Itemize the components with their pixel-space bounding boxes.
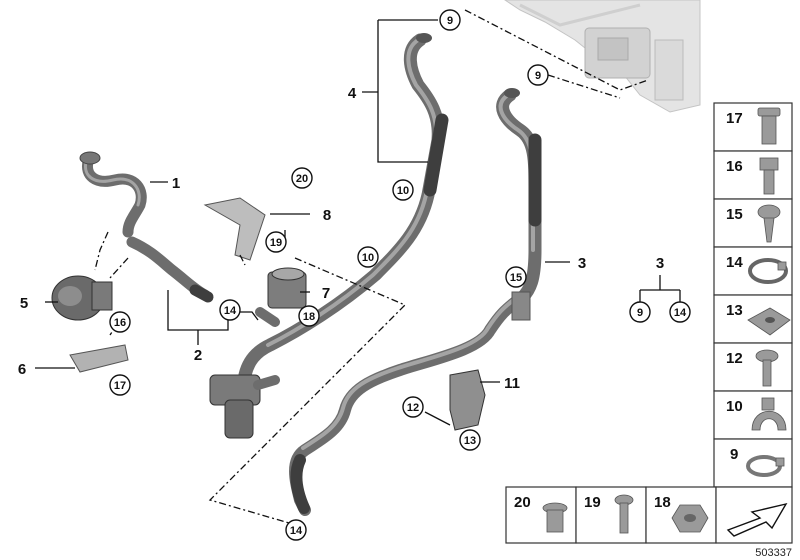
- screw-15-icon: [757, 204, 781, 243]
- bottom-panel-18: 18: [654, 494, 671, 511]
- hose-4-illustration: [238, 33, 449, 382]
- side-panel-16: 16: [726, 158, 743, 175]
- svg-text:14: 14: [224, 305, 237, 317]
- label-3: 3: [578, 255, 586, 272]
- side-panel-12: 12: [726, 350, 743, 367]
- hose-2-illustration: [126, 236, 214, 303]
- side-panel-13: 13: [726, 302, 743, 319]
- nut-18-icon: [671, 504, 709, 533]
- svg-text:15: 15: [510, 272, 522, 284]
- bracket-6-illustration: [69, 344, 129, 373]
- svg-text:18: 18: [303, 311, 315, 323]
- label-1: 1: [172, 175, 180, 192]
- orientation-arrow-icon: [726, 502, 788, 537]
- hose-10-illustration: [289, 291, 531, 516]
- side-panel-10: 10: [726, 398, 743, 415]
- valve-7-illustration: [255, 267, 307, 327]
- callout-17: 17: [109, 374, 131, 396]
- side-panel-17: 17: [726, 110, 743, 127]
- label-5: 5: [20, 295, 28, 312]
- svg-text:9: 9: [447, 15, 453, 27]
- svg-text:19: 19: [270, 237, 282, 249]
- side-parts-panel: 17 16 15 14 13 12 10 9: [713, 102, 793, 488]
- screw-12-icon: [755, 349, 779, 387]
- clip-10-icon: [751, 397, 787, 431]
- svg-text:13: 13: [464, 435, 476, 447]
- svg-text:10: 10: [362, 252, 374, 264]
- svg-text:9: 9: [535, 70, 541, 82]
- screw-19-icon: [614, 494, 634, 534]
- label-7: 7: [322, 285, 330, 302]
- legend-group-child-9: 9: [629, 301, 651, 323]
- heater-housing-illustration: [504, 0, 701, 113]
- bottom-panel-20: 20: [514, 494, 531, 511]
- hose-clamp-14-icon: [748, 258, 788, 284]
- callout-20: 20: [291, 167, 313, 189]
- callout-10-upper: 10: [392, 179, 414, 201]
- callout-9-lower: 9: [527, 64, 549, 86]
- callout-19: 19: [265, 231, 287, 253]
- label-8: 8: [323, 207, 331, 224]
- svg-text:12: 12: [407, 402, 419, 414]
- callout-14-mid: 14: [219, 299, 241, 321]
- hose-clamp-9-icon: [746, 455, 785, 477]
- svg-text:17: 17: [114, 380, 126, 392]
- bottom-panel-19: 19: [584, 494, 601, 511]
- document-id: 503337: [755, 547, 792, 559]
- label-6: 6: [18, 361, 26, 378]
- svg-text:14: 14: [674, 307, 687, 319]
- callout-10-lower: 10: [357, 246, 379, 268]
- callout-13: 13: [459, 429, 481, 451]
- side-panel-9: 9: [730, 446, 738, 463]
- side-panel-15: 15: [726, 206, 743, 223]
- callout-9-upper: 9: [439, 9, 461, 31]
- svg-text:20: 20: [296, 173, 308, 185]
- bottom-parts-panel: 20 19 18: [505, 486, 793, 544]
- bracket-11-illustration: [449, 369, 486, 431]
- hose-1-illustration: [79, 151, 147, 238]
- callout-14-bottom: 14: [285, 519, 307, 541]
- legend-group-parent: 3: [656, 255, 664, 272]
- rivet-nut-17-icon: [757, 107, 781, 145]
- valve-assembly-illustration: [209, 374, 280, 439]
- bracket-8-illustration: [203, 197, 266, 261]
- pump-5-illustration: [51, 275, 113, 321]
- callout-15: 15: [505, 266, 527, 288]
- side-panel-14: 14: [726, 254, 743, 271]
- bolt-16-icon: [759, 157, 779, 195]
- callout-18: 18: [298, 305, 320, 327]
- callout-16: 16: [109, 311, 131, 333]
- callout-12: 12: [402, 396, 424, 418]
- label-11: 11: [504, 375, 520, 392]
- svg-text:16: 16: [114, 317, 126, 329]
- svg-text:14: 14: [290, 525, 303, 537]
- label-2: 2: [194, 347, 202, 364]
- label-4: 4: [348, 85, 357, 102]
- hose-3-illustration: [496, 88, 542, 305]
- legend-group-child-14: 14: [669, 301, 691, 323]
- svg-text:9: 9: [637, 307, 643, 319]
- svg-text:10: 10: [397, 185, 409, 197]
- grommet-20-icon: [542, 502, 568, 533]
- clip-nut-13-icon: [747, 307, 791, 336]
